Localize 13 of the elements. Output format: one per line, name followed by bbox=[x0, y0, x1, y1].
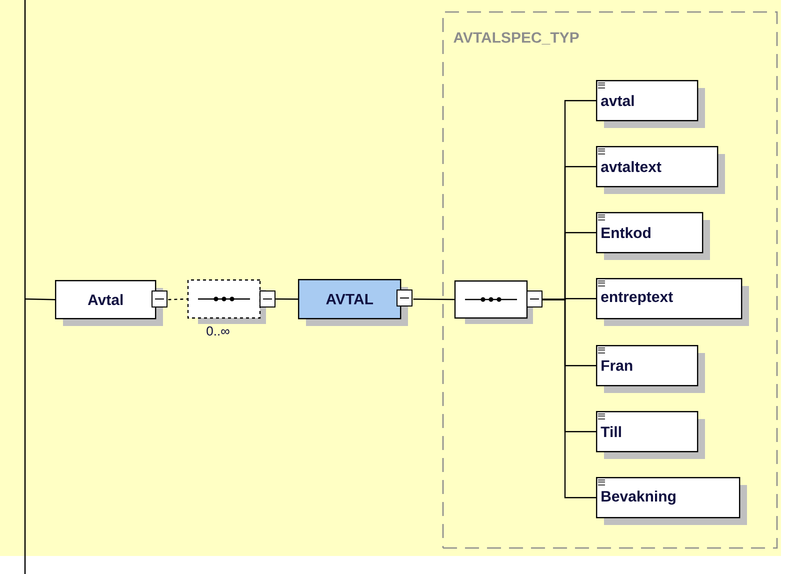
element-box: entreptext bbox=[596, 278, 749, 326]
connector-line bbox=[413, 298, 454, 300]
connector-line bbox=[542, 298, 596, 498]
element-box: avtal bbox=[596, 80, 705, 128]
element-box: Entkod bbox=[596, 212, 710, 260]
element-box: Bevakning bbox=[596, 477, 747, 525]
connector-line bbox=[24, 298, 56, 300]
element-box: Fran bbox=[596, 345, 705, 393]
connector-line bbox=[276, 298, 298, 300]
element-box: Till bbox=[596, 411, 705, 459]
element-box: avtaltext bbox=[596, 146, 725, 194]
connector-line bbox=[168, 298, 188, 300]
occurrence-label: 0..∞ bbox=[206, 326, 230, 336]
